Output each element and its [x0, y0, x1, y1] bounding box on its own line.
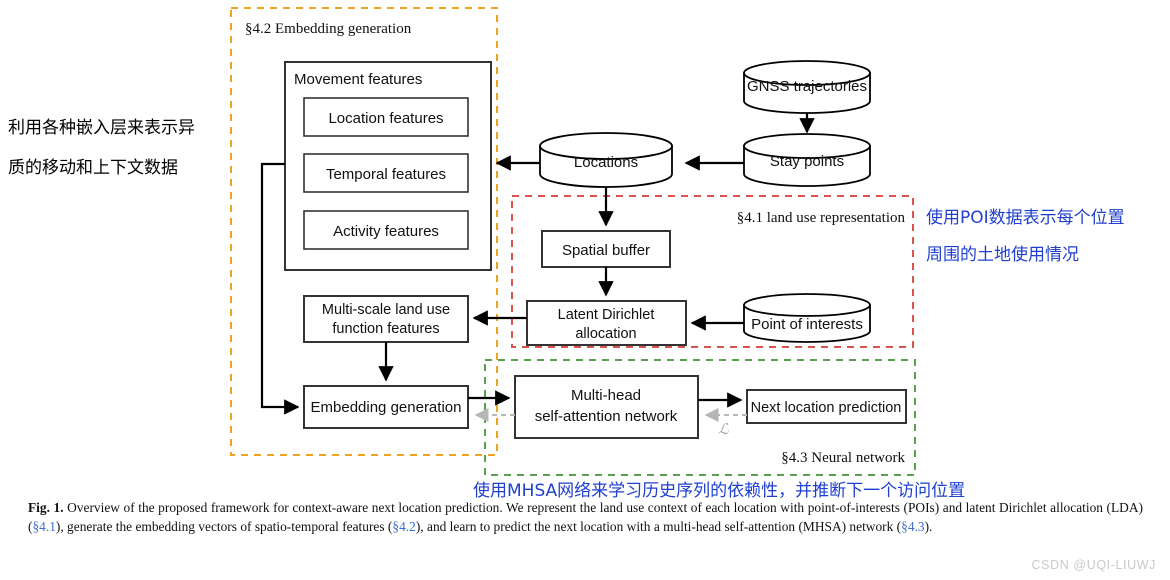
caption-ref-4-2: §4.2: [392, 519, 416, 534]
node-location-features-label: Location features: [328, 110, 443, 127]
node-mhsa-label-line2: self-attention network: [535, 408, 678, 425]
watermark: CSDN @UQI-LIUWJ: [1031, 558, 1156, 572]
node-next-location-prediction: [746, 389, 907, 424]
caption-ref-4-3: §4.3: [901, 519, 925, 534]
node-lda-label-line2: allocation: [575, 326, 636, 342]
node-point-of-interests: Point of interests: [743, 293, 871, 343]
section-label-landuse: §4.1 land use representation: [737, 210, 906, 226]
node-locations: Locations: [539, 132, 673, 188]
annotation-left-line2: 质的移动和上下文数据: [8, 158, 178, 178]
node-mhsa-network: [514, 375, 699, 439]
node-embedding-generation: [303, 385, 469, 429]
node-location-features: [303, 97, 469, 137]
node-gnss-trajectories: GNSS trajectories: [743, 60, 871, 114]
annotation-bottom: 使用MHSA网络来学习历史序列的依赖性，并推断下一个访问位置: [473, 480, 965, 500]
caption-ref-4-1: §4.1: [32, 519, 56, 534]
node-lda-label-line1: Latent Dirichlet: [558, 307, 655, 323]
node-stay-points: Stay points: [743, 133, 871, 187]
node-embedding-generation-label: Embedding generation: [311, 399, 462, 416]
caption-part3: ), and learn to predict the next locatio…: [415, 519, 902, 534]
node-multiscale-landuse-label-line1: Multi-scale land use: [322, 302, 450, 318]
node-gnss-trajectories-label: GNSS trajectories: [747, 78, 867, 95]
node-stay-points-label: Stay points: [770, 153, 844, 170]
node-temporal-features-label: Temporal features: [326, 166, 446, 183]
node-spatial-buffer-label: Spatial buffer: [562, 242, 650, 259]
section-box-embedding: [230, 7, 498, 456]
node-spatial-buffer: [541, 230, 671, 268]
node-mhsa-label-line1: Multi-head: [571, 387, 641, 404]
node-movement-features-label: Movement features: [294, 71, 422, 88]
node-temporal-features: [303, 153, 469, 193]
caption-label: Fig. 1.: [28, 500, 64, 515]
node-multiscale-landuse-label-line2: function features: [332, 321, 439, 337]
section-label-neural: §4.3 Neural network: [781, 450, 905, 466]
loss-symbol-label: ℒ: [718, 422, 730, 438]
figure-caption: Fig. 1. Overview of the proposed framewo…: [28, 498, 1143, 536]
edge-movement-to-embedding: [260, 162, 300, 415]
node-lda: [526, 300, 687, 346]
annotation-right-line1: 使用POI数据表示每个位置: [926, 207, 1125, 228]
caption-part1: Overview of the proposed framework for c…: [28, 500, 1143, 534]
node-activity-features-label: Activity features: [333, 223, 439, 240]
annotation-left-line1: 利用各种嵌入层来表示异: [8, 118, 195, 138]
node-point-of-interests-label: Point of interests: [751, 316, 863, 333]
section-label-embedding: §4.2 Embedding generation: [245, 21, 412, 37]
caption-part4: ).: [924, 519, 933, 534]
section-box-landuse: [511, 195, 914, 348]
node-next-location-prediction-label: Next location prediction: [751, 400, 902, 416]
annotation-right-line2: 周围的土地使用情况: [926, 244, 1079, 265]
node-activity-features: [303, 210, 469, 250]
node-locations-label: Locations: [574, 154, 638, 171]
caption-part2: ), generate the embedding vectors of spa…: [55, 519, 393, 534]
